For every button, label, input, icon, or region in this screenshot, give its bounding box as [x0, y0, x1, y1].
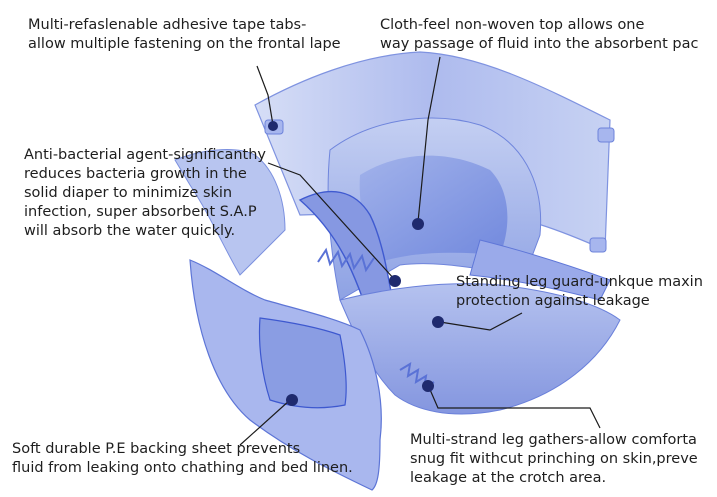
dot-gathers — [422, 380, 434, 392]
dot-tape — [268, 121, 278, 131]
callout-leg-gathers-line-2: snug fit withcut prinching on skin,preve — [410, 450, 698, 469]
dot-anti — [389, 275, 401, 287]
dot-back — [286, 394, 298, 406]
callout-anti-bacterial-line-2: reduces bacteria growth in the — [24, 165, 266, 184]
callout-tape-tabs-line-2: allow multiple fastening on the frontal … — [28, 35, 341, 54]
tape-tab-right-lower — [590, 238, 606, 252]
dot-top — [412, 218, 424, 230]
callout-leg-gathers-line-3: leakage at the crotch area. — [410, 469, 698, 488]
tape-tab-right — [598, 128, 614, 142]
callout-leg-gathers: Multi-strand leg gathers-allow comforta … — [410, 431, 698, 488]
callout-top-sheet-line-2: way passage of fluid into the absorbent … — [380, 35, 698, 54]
callout-anti-bacterial-line-1: Anti-bacterial agent-significanthy — [24, 146, 266, 165]
callout-backing-sheet: Soft durable P.E backing sheet prevents … — [12, 440, 353, 478]
callout-tape-tabs-line-1: Multi-refaslenable adhesive tape tabs- — [28, 16, 341, 35]
callout-top-sheet-line-1: Cloth-feel non-woven top allows one — [380, 16, 698, 35]
callout-anti-bacterial-line-3: solid diaper to minimize skin — [24, 184, 266, 203]
callout-anti-bacterial: Anti-bacterial agent-significanthy reduc… — [24, 146, 266, 241]
callout-anti-bacterial-line-4: infection, super absorbent S.A.P — [24, 203, 266, 222]
callout-backing-sheet-line-1: Soft durable P.E backing sheet prevents — [12, 440, 353, 459]
callout-leg-gathers-line-1: Multi-strand leg gathers-allow comforta — [410, 431, 698, 450]
callout-top-sheet: Cloth-feel non-woven top allows one way … — [380, 16, 698, 54]
callout-anti-bacterial-line-5: will absorb the water quickly. — [24, 222, 266, 241]
dot-guard — [432, 316, 444, 328]
callout-backing-sheet-line-2: fluid from leaking onto chathing and bed… — [12, 459, 353, 478]
callout-leg-guard-line-2: protection against leakage — [456, 292, 703, 311]
callout-leg-guard-line-1: Standing leg guard-unkque maxin — [456, 273, 703, 292]
callout-leg-guard: Standing leg guard-unkque maxin protecti… — [456, 273, 703, 311]
callout-tape-tabs: Multi-refaslenable adhesive tape tabs- a… — [28, 16, 341, 54]
